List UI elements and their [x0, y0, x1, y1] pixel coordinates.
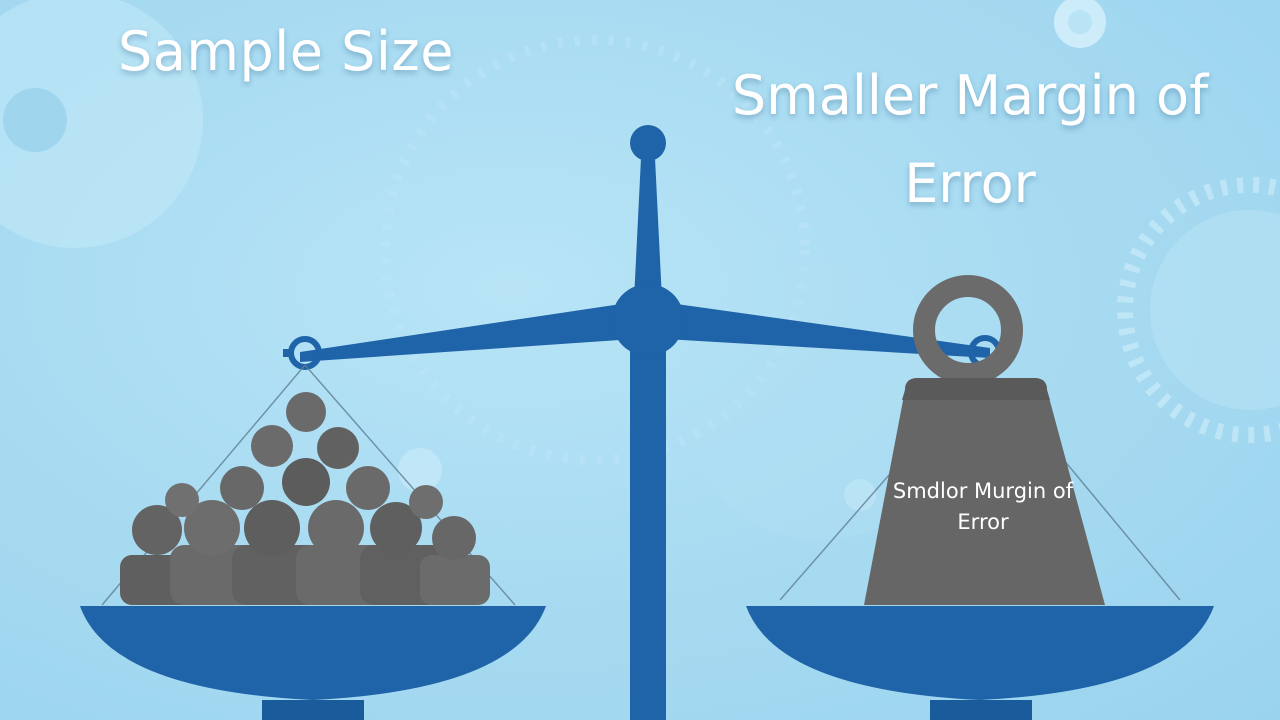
weight-label: Smdlor Murgin of Error	[892, 479, 1074, 534]
sample-size-heading: Sample Size	[118, 20, 454, 83]
scale-pans	[80, 606, 1214, 720]
kettlebell-weight-icon	[864, 275, 1105, 605]
margin-of-error-heading: Smaller Margin of Error	[731, 64, 1209, 215]
scale-stand	[630, 125, 666, 720]
group-of-people-icon	[120, 392, 490, 605]
